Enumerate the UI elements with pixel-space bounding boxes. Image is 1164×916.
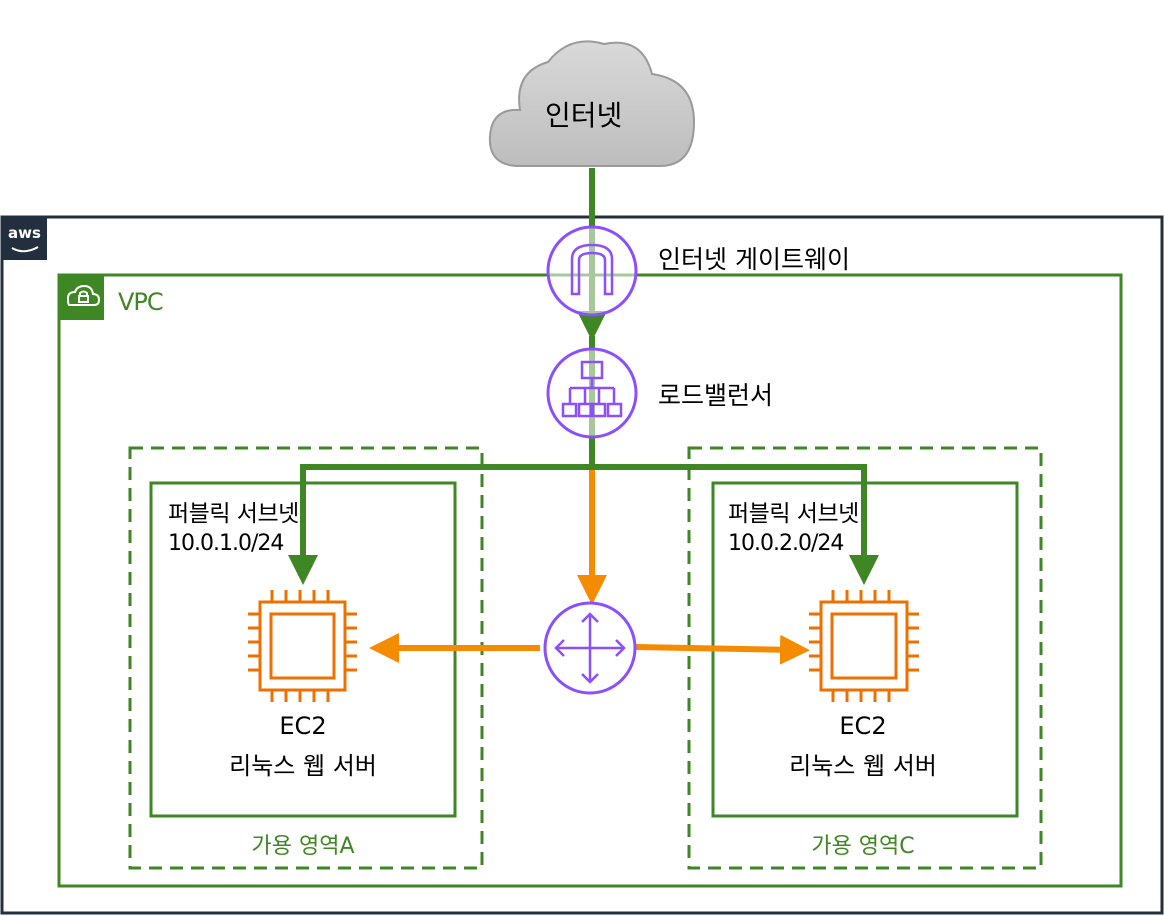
load-balancer-icon xyxy=(546,347,638,439)
ec2-c-role: 리눅스 웹 서버 xyxy=(789,752,937,780)
subnet-a-cidr: 10.0.1.0/24 xyxy=(168,531,284,556)
internet-label: 인터넷 xyxy=(545,99,623,132)
lb-to-subnet-c-arrow xyxy=(590,464,879,585)
subnet-c-cidr: 10.0.2.0/24 xyxy=(728,531,844,556)
internet-gateway-label: 인터넷 게이트웨이 xyxy=(658,245,850,274)
subnet-a-label: 퍼블릭 서브넷 xyxy=(168,501,299,527)
availability-zone-a-label: 가용 영역A xyxy=(251,834,355,859)
ec2-a-type: EC2 xyxy=(279,712,327,740)
aws-logo xyxy=(2,217,47,260)
availability-zone-c xyxy=(687,446,1043,870)
availability-zone-c-label: 가용 영역C xyxy=(811,834,915,859)
vpc-cloud-lock-icon xyxy=(66,284,101,306)
internet-gateway-icon xyxy=(546,225,638,317)
aws-cloud-boundary xyxy=(0,215,1164,915)
vpc-badge xyxy=(59,275,104,320)
aws-logo-text: aws xyxy=(8,224,41,242)
aws-smile-icon xyxy=(11,246,39,253)
ec2-c-type: EC2 xyxy=(839,712,887,740)
lb-to-subnet-a-arrow xyxy=(288,464,594,585)
router-to-ec2-c-arrow xyxy=(635,634,810,665)
ec2-chip-icon xyxy=(248,590,357,702)
load-balancer-label: 로드밸런서 xyxy=(658,381,774,410)
vpc-label: VPC xyxy=(118,288,164,316)
ec2-a-role: 리눅스 웹 서버 xyxy=(229,752,377,780)
ec2-chip-icon xyxy=(809,590,919,702)
availability-zone-a xyxy=(128,446,484,870)
router-icon xyxy=(543,601,637,695)
subnet-c-label: 퍼블릭 서브넷 xyxy=(728,501,859,527)
internet-cloud xyxy=(488,40,696,167)
